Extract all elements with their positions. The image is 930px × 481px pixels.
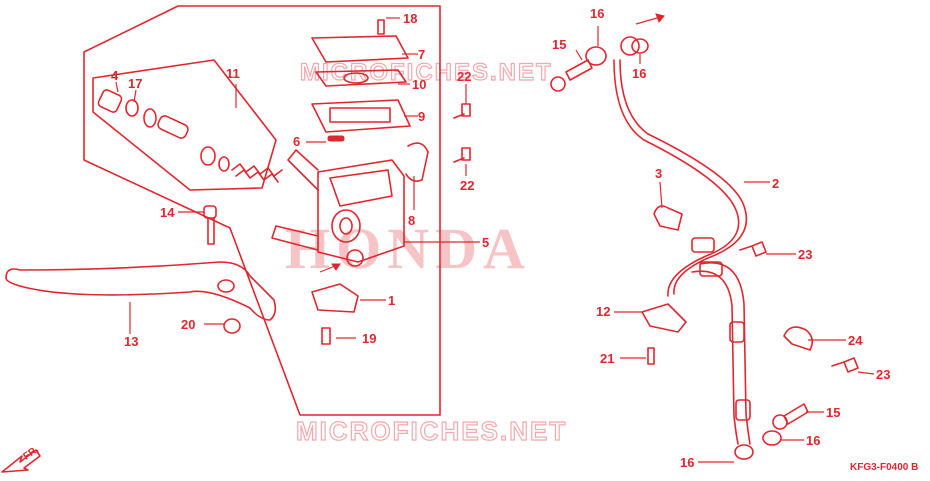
callout-14: 14	[160, 205, 175, 220]
callouts: 1 2 3 4 5 6 7 8 9 10 11 12 13 14 15 15 1…	[111, 6, 890, 470]
callout-19: 19	[362, 331, 376, 346]
callout-16-top-left: 16	[590, 6, 604, 21]
callout-16-bottom-left: 16	[680, 455, 694, 470]
watermark-bottom: MICROFICHES.NET	[296, 416, 567, 446]
callout-23-bottom: 23	[876, 367, 890, 382]
piston-kit	[97, 89, 283, 183]
callout-1: 1	[388, 293, 395, 308]
callout-10: 10	[412, 77, 426, 92]
assembly-frame	[83, 5, 441, 416]
callout-7: 7	[418, 47, 425, 62]
callout-22-bottom: 22	[460, 178, 474, 193]
callout-15-top: 15	[552, 37, 566, 52]
callout-11: 11	[226, 66, 240, 81]
brake-hose	[613, 36, 782, 460]
callout-16-top-right: 16	[632, 66, 646, 81]
callout-24: 24	[848, 333, 863, 348]
callout-3: 3	[655, 166, 662, 181]
callout-6: 6	[293, 134, 300, 149]
brake-lever	[5, 205, 277, 334]
callout-20: 20	[181, 317, 195, 332]
piston-kit-frame	[92, 59, 277, 191]
watermark-top: MICROFICHES.NET	[300, 59, 553, 86]
reservoir-cap-stack	[311, 19, 411, 133]
brake-switch	[311, 283, 359, 345]
callout-21: 21	[600, 351, 614, 366]
callout-12: 12	[596, 304, 610, 319]
callout-13: 13	[124, 334, 138, 349]
callout-23-top: 23	[798, 247, 812, 262]
callout-17: 17	[128, 76, 142, 91]
callout-15-bottom: 15	[826, 405, 840, 420]
callout-2: 2	[772, 176, 779, 191]
hose-clamps	[453, 103, 859, 373]
callout-9: 9	[418, 109, 425, 124]
diagram-code: KFG3-F0400 B	[850, 462, 918, 473]
front-direction-arrow: FR.	[1, 444, 41, 473]
callout-22-top: 22	[457, 69, 471, 84]
leader-lines	[115, 13, 875, 463]
callout-8: 8	[408, 213, 415, 228]
master-cylinder-body	[271, 135, 429, 267]
callout-18: 18	[403, 11, 417, 26]
callout-5: 5	[482, 235, 489, 250]
callout-16-bottom-right: 16	[806, 433, 820, 448]
banjo-hardware	[550, 38, 809, 430]
callout-4: 4	[111, 68, 119, 83]
